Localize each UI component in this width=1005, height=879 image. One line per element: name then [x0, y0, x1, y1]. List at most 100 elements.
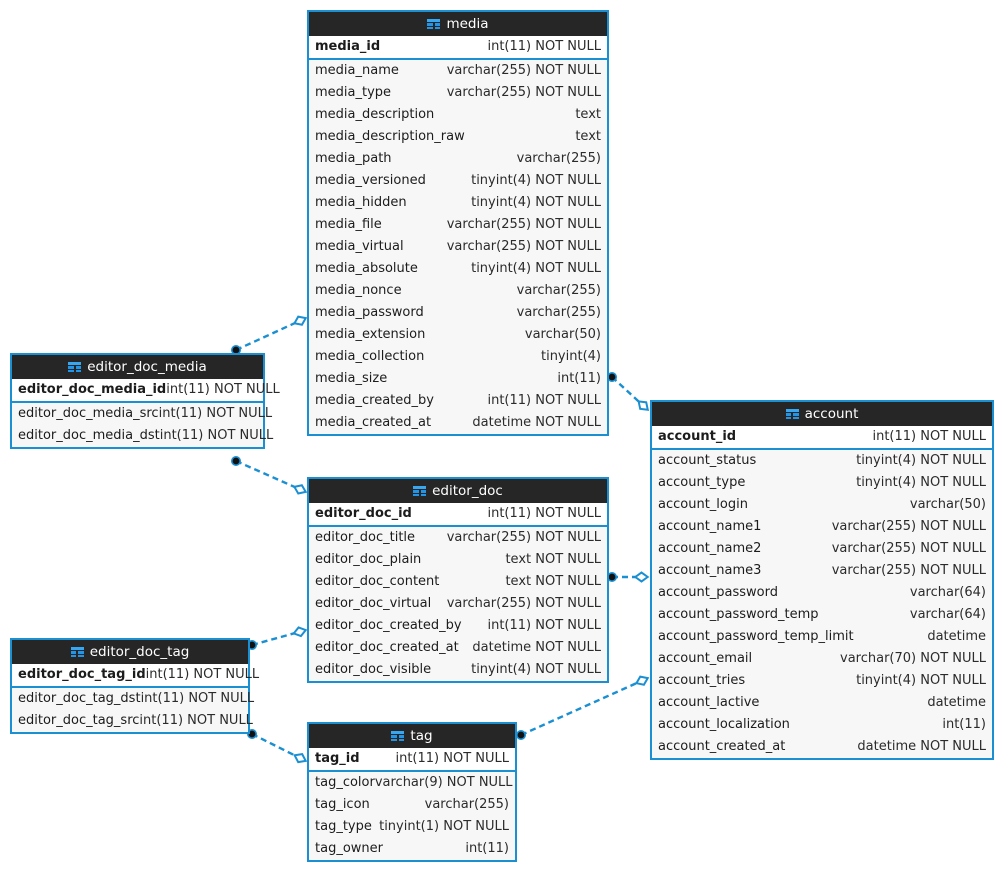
column-name: tag_type: [315, 819, 372, 834]
entity-title: media: [446, 16, 489, 32]
entity-editor-doc-media[interactable]: editor_doc_media editor_doc_media_id int…: [10, 353, 280, 449]
column-name: editor_doc_media_dst: [18, 428, 160, 443]
column-type: text NOT NULL: [505, 574, 601, 589]
column-type: varchar(255) NOT NULL: [446, 239, 601, 254]
primary-key-section: editor_doc_media_id int(11) NOT NULL: [12, 379, 280, 403]
column-row: tag_type tinyint(1) NOT NULL: [309, 816, 515, 838]
edge-target-diamond-marker: [293, 752, 308, 764]
column-type: int(11): [465, 841, 509, 856]
edge-line: [611, 376, 641, 404]
relationship-edge: [606, 571, 650, 583]
column-type: tinyint(4): [540, 349, 601, 364]
column-name: media_extension: [315, 327, 426, 342]
edge-source-dot-marker: [515, 729, 526, 740]
column-row: media_created_by int(11) NOT NULL: [309, 390, 607, 412]
column-name: editor_doc_created_by: [315, 618, 462, 633]
entity-header-account: account: [652, 402, 992, 426]
column-type: tinyint(4) NOT NULL: [471, 195, 601, 210]
column-type: varchar(9) NOT NULL: [374, 775, 513, 790]
column-type: datetime: [927, 695, 986, 710]
column-type: int(11) NOT NULL: [145, 667, 260, 682]
column-type: varchar(255): [424, 797, 509, 812]
edge-line: [235, 459, 297, 489]
column-type: int(11) NOT NULL: [395, 751, 509, 766]
primary-key-section: account_id int(11) NOT NULL: [652, 426, 992, 450]
column-type: int(11): [557, 371, 601, 386]
column-type: datetime NOT NULL: [472, 640, 601, 655]
table-icon: [70, 646, 84, 658]
entity-title: editor_doc_tag: [89, 644, 190, 660]
column-name: editor_doc_tag_dst: [18, 691, 141, 706]
column-name: media_size: [315, 371, 388, 386]
relationship-edge: [231, 315, 308, 355]
edge-target-diamond-marker: [633, 571, 650, 583]
column-row: tag_icon varchar(255): [309, 794, 515, 816]
edge-line: [235, 321, 297, 352]
column-type: varchar(255) NOT NULL: [831, 563, 986, 578]
edge-target-diamond-marker: [634, 675, 650, 686]
entity-editor-doc[interactable]: editor_doc editor_doc_id int(11) NOT NUL…: [307, 477, 609, 683]
column-type: tinyint(4) NOT NULL: [471, 662, 601, 677]
column-type: int(11) NOT NULL: [487, 393, 601, 408]
column-name: account_name3: [658, 563, 762, 578]
column-name: media_collection: [315, 349, 425, 364]
column-name: media_password: [315, 305, 424, 320]
entity-account[interactable]: account account_id int(11) NOT NULL acco…: [650, 400, 994, 760]
entity-media[interactable]: media media_id int(11) NOT NULL media_na…: [307, 10, 609, 436]
primary-key-section: tag_id int(11) NOT NULL: [309, 748, 515, 772]
column-name: account_name2: [658, 541, 762, 556]
primary-key-section: editor_doc_tag_id int(11) NOT NULL: [12, 664, 259, 688]
column-name: editor_doc_media_src: [18, 406, 159, 421]
edge-target-diamond-marker: [292, 315, 308, 326]
column-row-pk: editor_doc_media_id int(11) NOT NULL: [12, 379, 280, 401]
column-type: int(11) NOT NULL: [487, 618, 601, 633]
column-name: editor_doc_tag_id: [18, 667, 146, 682]
column-name: editor_doc_created_at: [315, 640, 459, 655]
column-type: int(11) NOT NULL: [487, 506, 601, 521]
column-name: media_created_by: [315, 393, 434, 408]
primary-key-section: editor_doc_id int(11) NOT NULL: [309, 503, 607, 527]
column-row: media_path varchar(255): [309, 148, 607, 170]
column-type: varchar(255): [516, 151, 601, 166]
column-type: varchar(255) NOT NULL: [446, 596, 601, 611]
column-name: media_absolute: [315, 261, 418, 276]
column-name: account_id: [658, 429, 737, 444]
entity-header-editor-doc: editor_doc: [309, 479, 607, 503]
column-type: varchar(255) NOT NULL: [446, 63, 601, 78]
column-name: tag_icon: [315, 797, 370, 812]
column-type: tinyint(4) NOT NULL: [856, 475, 986, 490]
column-type: varchar(255) NOT NULL: [446, 530, 601, 545]
column-type: int(11): [942, 717, 986, 732]
column-type: tinyint(1) NOT NULL: [379, 819, 509, 834]
column-row-pk: editor_doc_tag_id int(11) NOT NULL: [12, 664, 259, 686]
entity-editor-doc-tag[interactable]: editor_doc_tag editor_doc_tag_id int(11)…: [10, 638, 259, 734]
column-type: tinyint(4) NOT NULL: [856, 453, 986, 468]
column-name: media_path: [315, 151, 392, 166]
column-name: media_id: [315, 39, 381, 54]
column-type: int(11) NOT NULL: [158, 406, 273, 421]
column-type: text: [575, 107, 601, 122]
column-name: account_created_at: [658, 739, 786, 754]
column-row-pk: media_id int(11) NOT NULL: [309, 36, 607, 58]
